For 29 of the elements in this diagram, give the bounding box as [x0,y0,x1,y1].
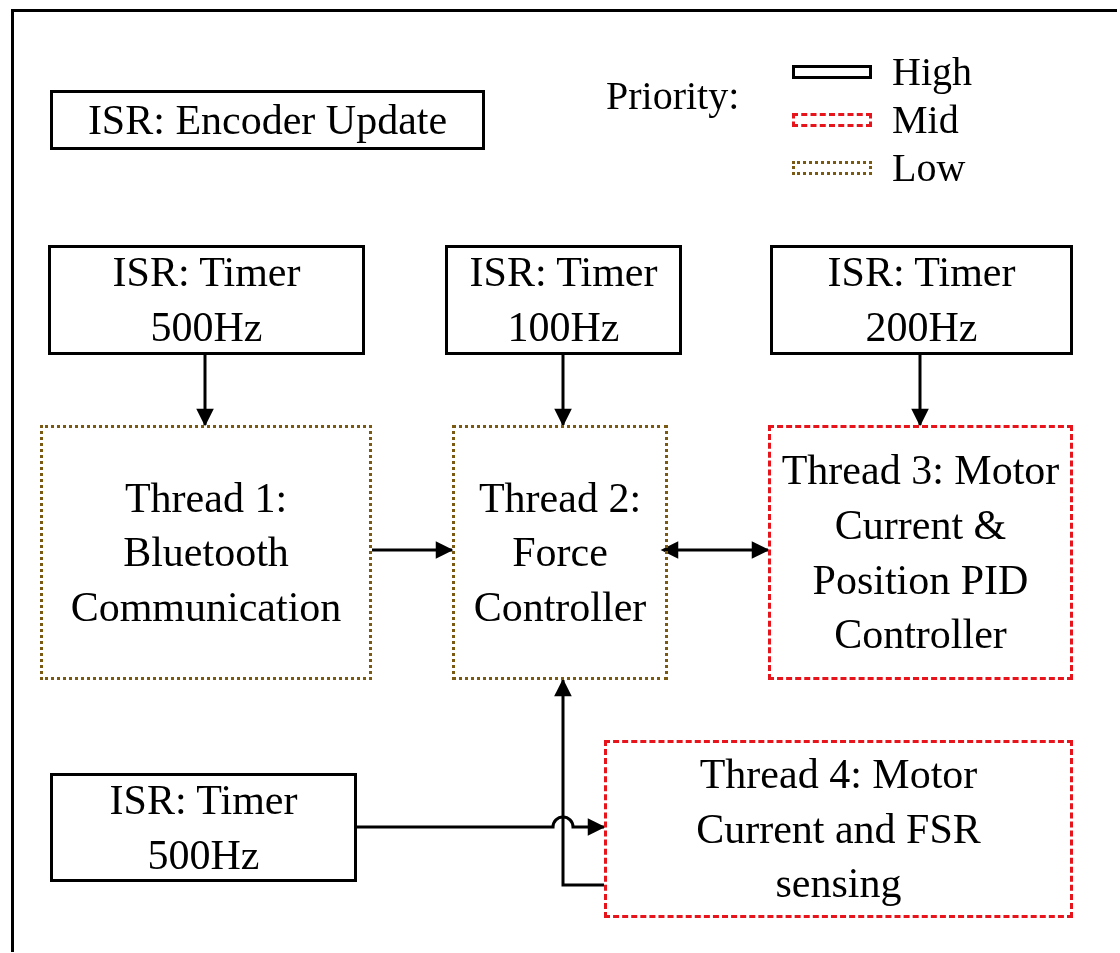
arrow [911,355,929,427]
legend-text: Low [892,148,966,188]
thread-box [768,425,1073,680]
node-text: ISR: Timer 500Hz [111,248,302,352]
node-text: Thread 3: Motor Current & Position PID Controller [780,446,1061,660]
isr-box [50,773,357,882]
legend-text: High [892,52,972,92]
arrow [372,541,454,559]
node-text: Thread 2: Force Controller [472,473,648,632]
node-text: ISR: Timer 100Hz [468,248,659,352]
arrow [357,815,606,836]
thread-box [452,425,668,680]
thread-box [604,740,1073,918]
node-text: ISR: Timer 200Hz [826,248,1017,352]
node-text: ISR: Encoder Update [87,95,448,145]
node-text: Thread 4: Motor Current and FSR sensing [695,750,982,909]
legend-text: Mid [892,100,959,140]
isr-box [50,90,485,150]
node-text: ISR: Timer 500Hz [108,775,299,880]
legend-title: Priority: [606,72,740,120]
isr-box [445,245,682,355]
node-text: Thread 1: Bluetooth Communication [69,473,343,632]
thread-box [40,425,372,680]
isr-box [770,245,1073,355]
arrow [554,678,604,887]
arrow [196,355,214,427]
arrow [660,541,770,559]
arrow [554,355,572,427]
isr-box [48,245,365,355]
